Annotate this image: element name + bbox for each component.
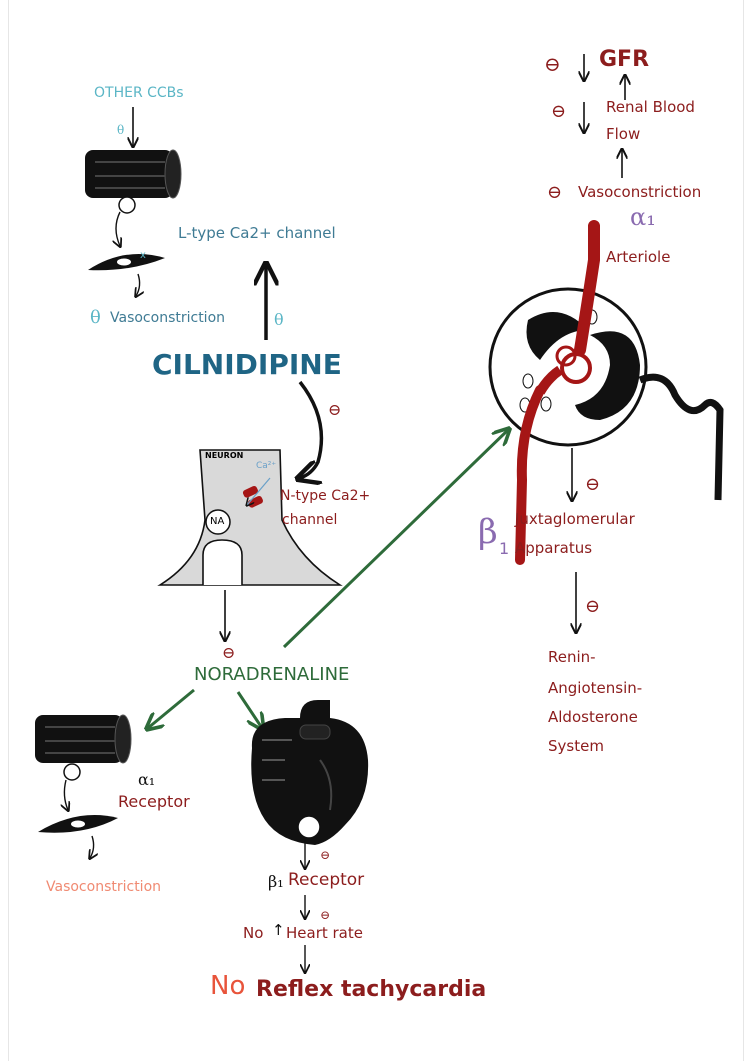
- noradrenaline-label: NORADRENALINE: [194, 664, 350, 685]
- theta-icon: θ: [90, 307, 101, 328]
- arrow-vessel-to-muscle: [116, 211, 120, 246]
- reflex-tachycardia-label: Reflex tachycardia: [256, 977, 487, 1002]
- arrow-noradrenaline-to-kidney: [282, 430, 508, 649]
- heart-icon: [251, 700, 369, 845]
- no-heart-prefix: No: [243, 924, 264, 942]
- minus-circle-icon: ⊖: [320, 848, 331, 862]
- heart-rate-label: Heart rate: [286, 924, 363, 942]
- arteriole-label: Arteriole: [606, 248, 671, 266]
- up-arrow-icon: ↑: [272, 921, 285, 939]
- vasoconstriction-top-label: Vasoconstriction: [578, 183, 702, 201]
- other-ccbs-label: OTHER CCBs: [94, 85, 184, 101]
- svg-text:x: x: [140, 250, 146, 261]
- juxta-line2: Apparatus: [515, 539, 593, 557]
- l-type-vessel-icon: [85, 149, 182, 214]
- cilnidipine-title: CILNIDIPINE: [152, 348, 342, 381]
- neuron-terminal-icon: [157, 449, 343, 586]
- beta-receptor-label: Receptor: [288, 870, 365, 890]
- raas-line2: Angiotensin-: [548, 679, 643, 697]
- efferent-arteriole-icon: [515, 385, 545, 565]
- alpha-vessel-icon: [35, 714, 132, 781]
- arrow-noradrenaline-to-heart: [236, 691, 262, 728]
- renal-blood-line2: Flow: [606, 125, 641, 143]
- arrow-cilnidipine-to-n-type: [300, 380, 324, 478]
- na-label: NA: [210, 516, 225, 527]
- n-type-channel-line2: channel: [282, 512, 338, 528]
- beta-icon: β: [478, 512, 498, 552]
- raas-line4: System: [548, 737, 604, 755]
- arrow-noradrenaline-to-vessel: [148, 688, 195, 728]
- gfr-label: GFR: [599, 47, 650, 72]
- page-frame: [8, 0, 744, 1061]
- alpha-smooth-muscle-icon: [38, 815, 118, 833]
- theta-icon: θ: [117, 123, 125, 137]
- beta1-icon: β₁: [268, 872, 284, 891]
- arrow-muscle-to-vasocon: [136, 273, 140, 296]
- theta-icon: θ: [274, 310, 284, 329]
- arteriole-vessel-icon: [574, 220, 600, 356]
- n-type-channel-line1: N-type Ca2+: [280, 488, 371, 504]
- minus-circle-icon: ⊖: [547, 182, 563, 203]
- minus-circle-icon: ⊖: [320, 908, 331, 922]
- alpha-receptor-label: Receptor: [118, 792, 190, 811]
- minus-circle-icon: ⊖: [222, 643, 236, 662]
- neuron-label: NEURON: [205, 451, 244, 460]
- minus-circle-icon: ⊖: [328, 400, 342, 419]
- raas-line1: Renin-: [548, 648, 596, 666]
- alpha1-icon: α₁: [630, 203, 656, 231]
- minus-circle-icon: ⊖: [544, 52, 561, 76]
- alpha1-icon: α₁: [138, 770, 156, 789]
- juxta-line1: Juxtaglomerular: [515, 510, 635, 528]
- vasoconstriction-left-label: Vasoconstriction: [110, 310, 226, 326]
- minus-circle-icon: ⊖: [585, 474, 601, 495]
- no-big-label: No: [210, 971, 246, 1001]
- minus-circle-icon: ⊖: [551, 101, 567, 122]
- raas-line3: Aldosterone: [548, 708, 638, 726]
- minus-circle-icon: ⊖: [585, 596, 601, 617]
- renal-blood-line1: Renal Blood: [606, 98, 695, 116]
- ca2plus-label: Ca²⁺: [256, 461, 277, 471]
- beta-subscript: 1: [499, 539, 510, 558]
- l-type-channel-label: L-type Ca2+ channel: [178, 224, 336, 242]
- smooth-muscle-cell-icon: x: [88, 250, 165, 271]
- vasoconstriction-bottom-label: Vasoconstriction: [46, 879, 162, 895]
